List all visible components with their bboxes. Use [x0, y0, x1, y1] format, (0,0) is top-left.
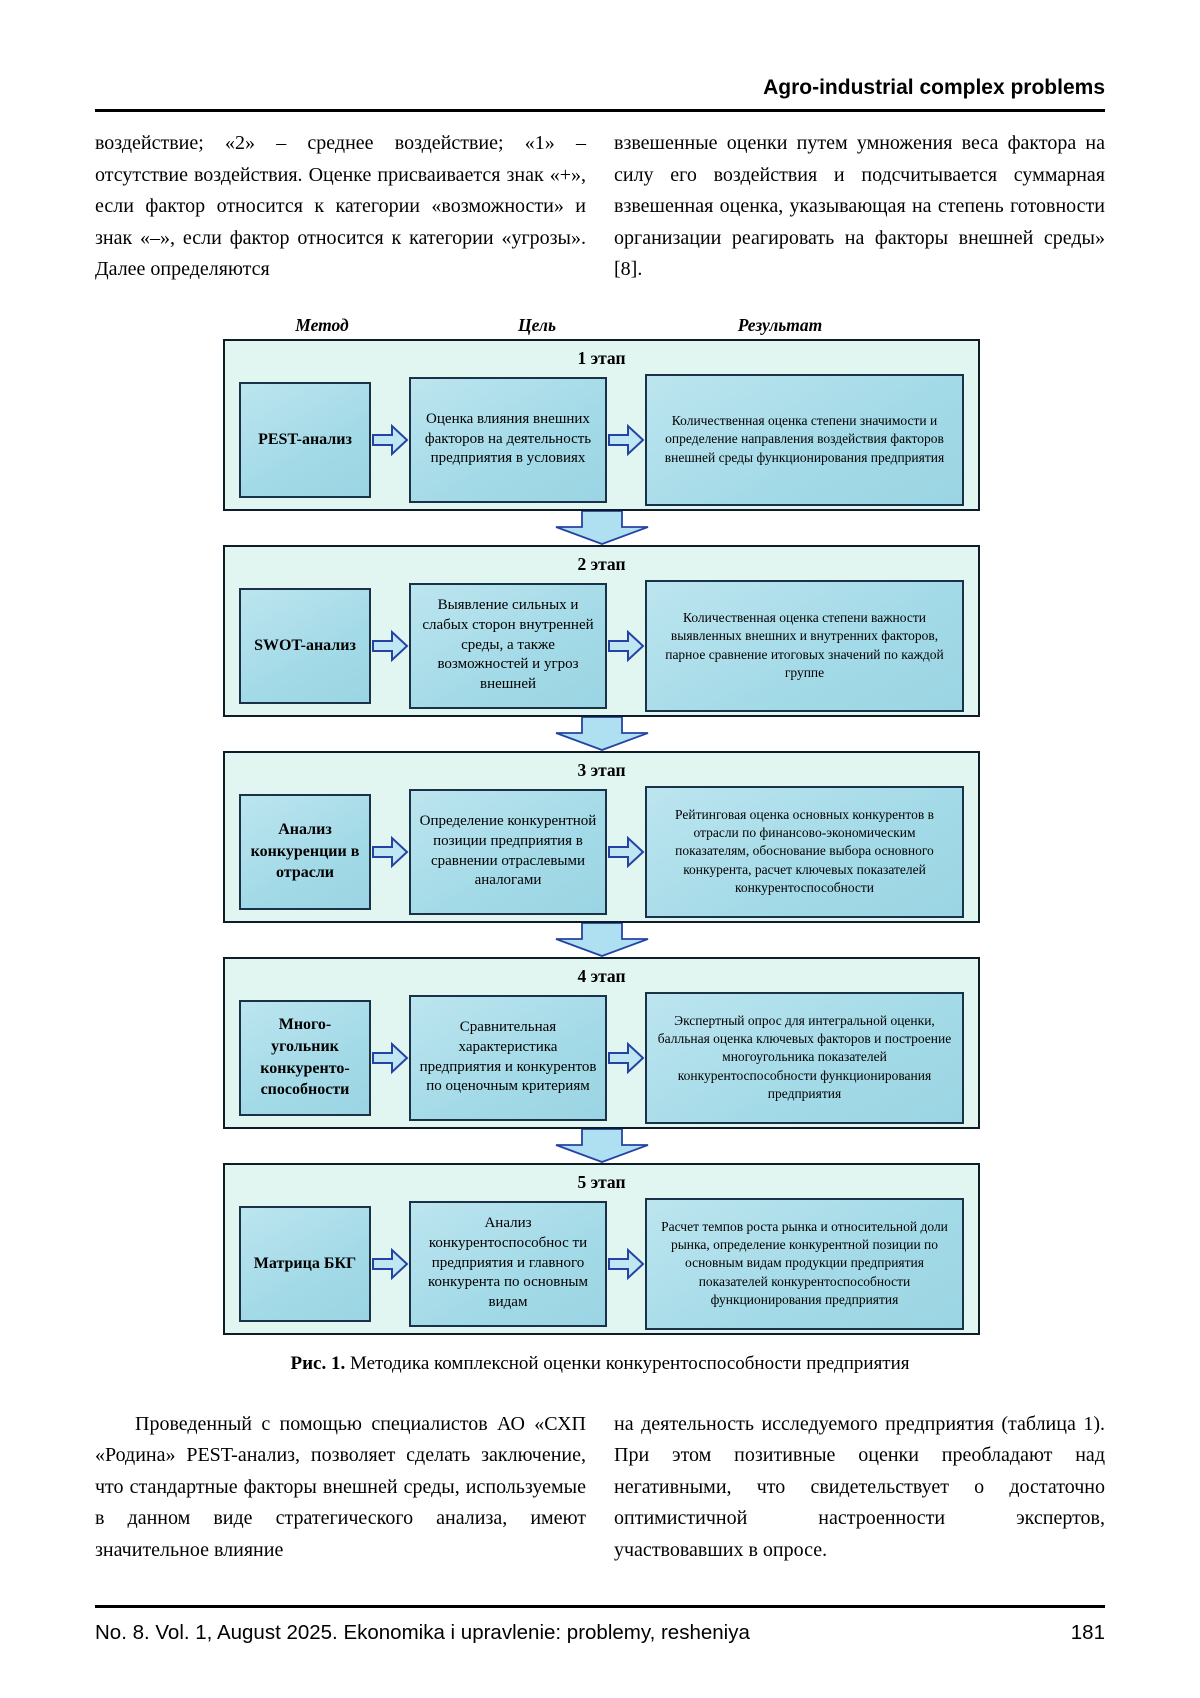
result-box: Рейтинговая оценка основных конкурентов … [645, 785, 964, 918]
figure-stage-4: 4 этап Много-угольник конкуренто-способн… [223, 956, 980, 1129]
right-arrow-icon [372, 629, 409, 662]
goal-box: Сравнительная характеристика предприятия… [409, 994, 607, 1121]
figure-stage-3: 3 этап Анализ конкуренции в отрасли Опре… [223, 750, 980, 923]
result-box: Количественная оценка степени значимости… [645, 373, 964, 506]
right-arrow-icon [372, 423, 409, 456]
stage-connector [223, 922, 980, 957]
stage-connector [223, 1128, 980, 1163]
right-arrow-icon [608, 423, 645, 456]
goal-box: Определение конкурентной позиции предпри… [409, 788, 607, 915]
right-arrow-icon [372, 1247, 409, 1280]
down-arrow-icon [555, 716, 648, 751]
right-arrow-icon [608, 835, 645, 868]
method-box: PEST-анализ [239, 381, 371, 498]
figure-caption: Рис. 1. Методика комплексной оценки конк… [95, 1353, 1105, 1375]
caption-text: Методика комплексной оценки конкурентосп… [349, 1352, 910, 1374]
right-arrow-icon [608, 1041, 645, 1074]
stage-title: 2 этап [577, 553, 626, 574]
body-section: Проведенный с помощью специалистов АО «С… [95, 1409, 1105, 1567]
result-box: Расчет темпов роста рынка и относительно… [645, 1197, 964, 1330]
method-box: Много-угольник конкуренто-способности [239, 999, 371, 1116]
stage-title: 1 этап [577, 347, 626, 368]
caption-label: Рис. 1. [290, 1352, 346, 1374]
stage-connector [223, 716, 980, 751]
right-arrow-icon [372, 835, 409, 868]
paragraph-body-left: Проведенный с помощью специалистов АО «С… [95, 1412, 586, 1561]
down-arrow-icon [555, 510, 648, 545]
figure-stage-2: 2 этап SWOT-анализ Выявление сильных и с… [223, 544, 980, 717]
paragraph-intro-left: воздействие; «2» – среднее воздействие; … [95, 132, 586, 280]
down-arrow-icon [555, 1128, 648, 1163]
stage-connector [223, 510, 980, 545]
method-box: Матрица БКГ [239, 1205, 371, 1322]
goal-box: Анализ конкурентоспособнос ти предприяти… [409, 1200, 607, 1327]
stage-title: 3 этап [577, 759, 626, 780]
goal-box: Оценка влияния внешних факторов на деяте… [409, 376, 607, 503]
journal-line: No. 8. Vol. 1, August 2025. Ekonomika i … [95, 1621, 750, 1644]
page-number: 181 [1070, 1621, 1105, 1644]
figure: Метод Цель Результат 1 этап PEST-анализ … [223, 310, 980, 1335]
column-header-goal: Цель [518, 314, 556, 335]
result-box: Количественная оценка степени важности в… [645, 579, 964, 712]
stage-title: 4 этап [577, 965, 626, 986]
column-header-method: Метод [295, 314, 349, 335]
right-arrow-icon [372, 1041, 409, 1074]
column-header-result: Результат [737, 314, 823, 335]
right-arrow-icon [608, 629, 645, 662]
method-box: Анализ конкуренции в отрасли [239, 793, 371, 910]
paragraph-body-right: на деятельность исследуемого предприятия… [614, 1412, 1105, 1561]
intro-section: воздействие; «2» – среднее воздействие; … [95, 128, 1105, 286]
paragraph-intro-right: взвешенные оценки путем умножения веса ф… [614, 132, 1105, 280]
figure-column-headers: Метод Цель Результат [223, 310, 980, 339]
method-box: SWOT-анализ [239, 587, 371, 704]
result-box: Экспертный опрос для интегральной оценки… [645, 991, 964, 1124]
stage-title: 5 этап [577, 1171, 626, 1192]
figure-stage-1: 1 этап PEST-анализ Оценка влияния внешни… [223, 338, 980, 511]
page-footer: No. 8. Vol. 1, August 2025. Ekonomika i … [95, 1605, 1105, 1645]
footer-rule [95, 1605, 1105, 1608]
figure-stage-5: 5 этап Матрица БКГ Анализ конкурентоспос… [223, 1162, 980, 1335]
down-arrow-icon [555, 922, 648, 957]
goal-box: Выявление сильных и слабых сторон внутре… [409, 582, 607, 709]
header-rule [95, 109, 1105, 112]
right-arrow-icon [608, 1247, 645, 1280]
running-head: Agro-industrial complex problems [763, 76, 1105, 99]
